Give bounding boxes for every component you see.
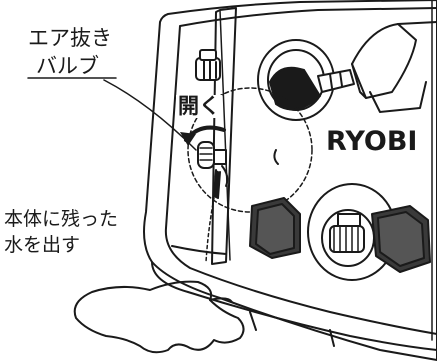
frame-bar-edge	[219, 9, 231, 261]
frame-plate	[171, 245, 227, 255]
drain-label-line2: 水を出す	[4, 234, 81, 256]
lower-right-knob	[371, 205, 431, 273]
lower-port	[307, 183, 397, 281]
drain-label-line1: 本体に残った	[4, 208, 119, 230]
housing-outline	[143, 0, 437, 361]
frame-bar	[211, 7, 237, 265]
valve-leader-line	[103, 79, 197, 151]
hose-plug	[351, 21, 437, 113]
air-valve-label-line2: バルブ	[36, 54, 99, 78]
brand-logo: RYOBI	[326, 126, 418, 157]
open-direction-label: 開く	[176, 94, 222, 118]
housing-rim	[164, 7, 437, 335]
hidden-outline	[187, 87, 313, 213]
upper-port	[257, 39, 355, 121]
lower-left-knob	[249, 197, 301, 259]
base-feet	[249, 311, 335, 347]
housing-base	[151, 261, 437, 351]
top-fitting	[195, 49, 221, 81]
rotate-arrow-icon	[180, 125, 226, 146]
air-valve-knob[interactable]	[197, 141, 229, 199]
drain-drip	[205, 197, 215, 263]
water-puddle	[73, 280, 245, 354]
small-hook	[273, 149, 279, 165]
air-valve-label-line1: エア抜き	[28, 26, 112, 50]
